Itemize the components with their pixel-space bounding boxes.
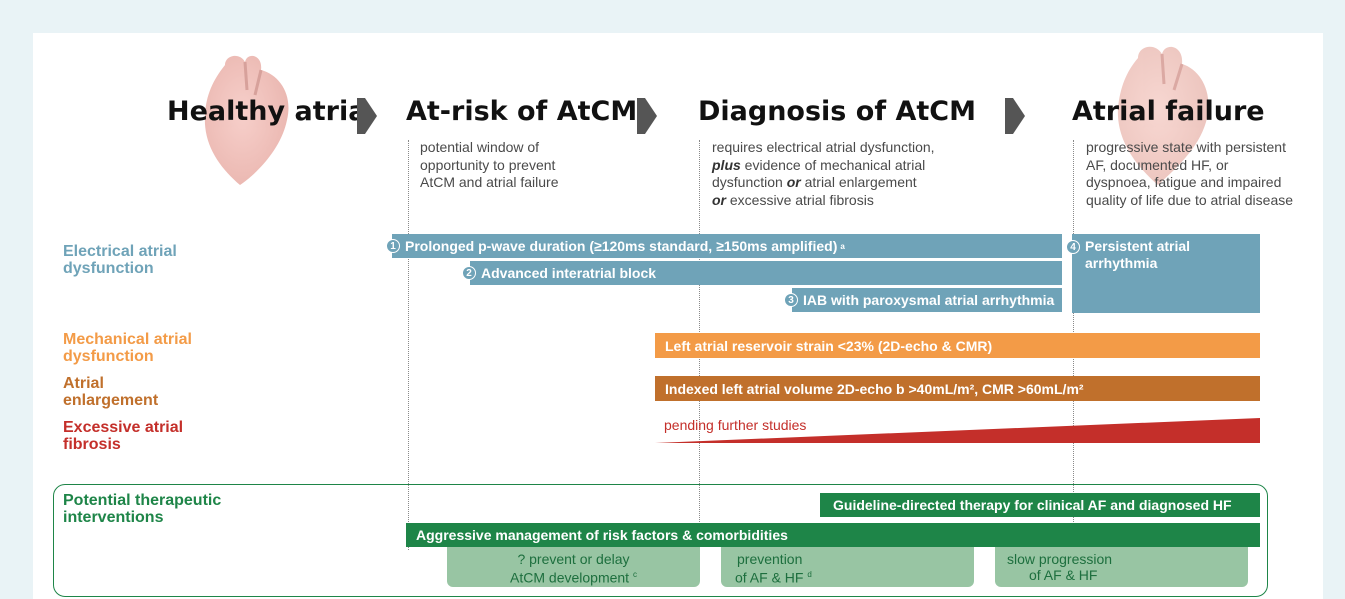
step-number-4: 4	[1066, 240, 1080, 254]
timeline-divider	[408, 140, 409, 550]
category-mechanical: Mechanical atrial dysfunction	[63, 331, 192, 365]
bar-label: Prolonged p-wave duration (≥120ms standa…	[405, 238, 838, 254]
therapy-box-prevent-delay: ? prevent or delay AtCM development c	[447, 547, 700, 587]
box-line: of AF & HF d	[735, 567, 974, 586]
desc-text: excessive atrial fibrosis	[726, 191, 874, 208]
stage-title-at-risk: At-risk of AtCM	[406, 96, 638, 127]
box-line: prevention	[737, 551, 803, 567]
stage-desc-at-risk: potential window of opportunity to preve…	[420, 139, 559, 192]
stage-desc-atrial-failure: progressive state with persistent AF, do…	[1086, 139, 1293, 209]
stage-title-atrial-failure: Atrial failure	[1072, 96, 1265, 127]
bar-la-reservoir-strain: Left atrial reservoir strain <23% (2D-ec…	[655, 333, 1260, 358]
bar-prolonged-p-wave: 1 Prolonged p-wave duration (≥120ms stan…	[386, 234, 1062, 258]
desc-line: or excessive atrial fibrosis	[712, 192, 935, 210]
desc-line: quality of life due to atrial disease	[1086, 191, 1294, 208]
therapy-box-slow-progression: slow progression of AF & HF	[995, 547, 1248, 587]
footnote-marker: a	[840, 241, 845, 251]
category-fibrosis: Excessive atrial fibrosis	[63, 419, 184, 453]
bar-advanced-iab: 2 Advanced interatrial block	[462, 261, 1062, 285]
step-number-2: 2	[462, 266, 476, 280]
category-therapeutic: Potential therapeutic interventions	[63, 492, 222, 526]
therapy-box-prevention: prevention of AF & HF d	[721, 547, 974, 587]
box-text: AtCM development	[510, 569, 630, 586]
desc-line: progressive state with persistent	[1086, 139, 1286, 155]
footnote-marker: d	[807, 570, 812, 579]
footnote-marker: c	[632, 570, 637, 579]
arrow-right-icon	[357, 98, 377, 134]
bar-label: Advanced interatrial block	[481, 265, 657, 281]
emphasis-or: or	[786, 174, 801, 190]
box-line: AtCM development c	[447, 567, 700, 586]
therapeutic-box	[53, 484, 1268, 597]
box-text: of AF & HF	[735, 569, 804, 586]
bar-persistent-arrhythmia: 4 Persistent atrial arrhythmia	[1066, 234, 1260, 313]
box-line: slow progression	[1007, 551, 1113, 567]
desc-line: AtCM and atrial failure	[420, 174, 559, 190]
bar-indexed-la-volume: Indexed left atrial volume 2D-echo b >40…	[655, 376, 1260, 401]
desc-text: dysfunction	[712, 174, 787, 190]
emphasis-or: or	[712, 191, 726, 208]
category-enlargement: Atrial enlargement	[63, 375, 159, 409]
bar-label: Persistent atrial arrhythmia	[1085, 238, 1191, 271]
bar-iab-paroxysmal: 3 IAB with paroxysmal atrial arrhythmia	[784, 288, 1062, 312]
healthy-heart-illustration	[204, 55, 289, 186]
desc-line: dysfunction or atrial enlargement	[712, 174, 935, 192]
emphasis-plus: plus	[712, 156, 741, 173]
failing-heart-illustration	[1117, 46, 1209, 185]
desc-text: evidence of mechanical atrial	[740, 156, 926, 173]
box-line: of AF & HF	[1029, 567, 1098, 583]
desc-text: atrial enlargement	[800, 174, 917, 190]
stage-desc-diagnosis: requires electrical atrial dysfunction, …	[712, 139, 935, 209]
desc-line: potential window of	[420, 139, 540, 155]
step-number-3: 3	[784, 293, 798, 307]
box-line: ? prevent or delay	[517, 551, 630, 567]
desc-line: requires electrical atrial dysfunction,	[712, 139, 935, 155]
step-number-1: 1	[386, 239, 400, 253]
desc-line: opportunity to prevent	[420, 156, 556, 173]
desc-line: plus evidence of mechanical atrial	[712, 157, 935, 175]
desc-line: dyspnoea, fatigue and impaired	[1086, 174, 1282, 190]
fibrosis-wedge	[655, 418, 1260, 443]
fibrosis-label: pending further studies	[664, 417, 807, 433]
bar-label: IAB with paroxysmal atrial arrhythmia	[803, 292, 1055, 308]
arrow-right-icon	[1005, 98, 1025, 134]
arrow-right-icon	[637, 98, 657, 134]
bar-aggressive-management: Aggressive management of risk factors & …	[406, 523, 1260, 547]
category-electrical: Electrical atrial dysfunction	[63, 243, 177, 277]
stage-title-healthy: Healthy atria	[167, 96, 367, 127]
stage-title-diagnosis: Diagnosis of AtCM	[698, 96, 976, 127]
desc-line: AF, documented HF, or	[1086, 156, 1229, 173]
bar-guideline-therapy: Guideline-directed therapy for clinical …	[820, 493, 1260, 517]
